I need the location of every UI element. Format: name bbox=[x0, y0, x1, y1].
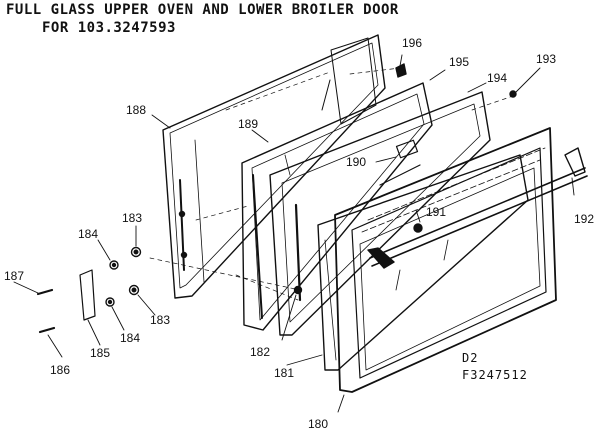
diagram-title: FULL GLASS UPPER OVEN AND LOWER BROILER … bbox=[6, 2, 399, 18]
part-label-187: 187 bbox=[4, 269, 25, 283]
part-label-183-bottom: 183 bbox=[150, 313, 171, 327]
part-label-189: 189 bbox=[238, 117, 259, 131]
part-label-182: 182 bbox=[250, 345, 271, 359]
part-label-190: 190 bbox=[346, 155, 367, 169]
part-label-184-top: 184 bbox=[78, 227, 99, 241]
part-label-195: 195 bbox=[449, 55, 470, 69]
door-frame bbox=[241, 82, 433, 331]
part-label-185: 185 bbox=[90, 346, 111, 360]
part-label-192: 192 bbox=[574, 212, 595, 226]
part-label-181: 181 bbox=[274, 366, 295, 380]
part-label-186: 186 bbox=[50, 363, 71, 377]
part-label-188: 188 bbox=[126, 103, 147, 117]
part-label-180: 180 bbox=[308, 417, 329, 431]
reference-code: D2 bbox=[462, 351, 479, 365]
inner-liner-panel bbox=[269, 91, 491, 336]
callout-leaders bbox=[13, 54, 575, 413]
glass-panel bbox=[317, 154, 529, 371]
outer-door-panel bbox=[162, 34, 386, 299]
part-label-184-bottom: 184 bbox=[120, 331, 141, 345]
alignment-lines bbox=[149, 67, 514, 301]
hardware-fasteners bbox=[36, 63, 517, 334]
model-number: FOR 103.3247593 bbox=[42, 20, 176, 36]
part-label-194: 194 bbox=[487, 71, 508, 85]
part-label-196: 196 bbox=[402, 36, 423, 50]
part-label-191: 191 bbox=[426, 205, 447, 219]
door-handle bbox=[367, 147, 588, 269]
figure-number: F3247512 bbox=[462, 368, 528, 382]
front-door-frame bbox=[334, 127, 557, 393]
part-label-193: 193 bbox=[536, 52, 557, 66]
part-label-183-top: 183 bbox=[122, 211, 143, 225]
